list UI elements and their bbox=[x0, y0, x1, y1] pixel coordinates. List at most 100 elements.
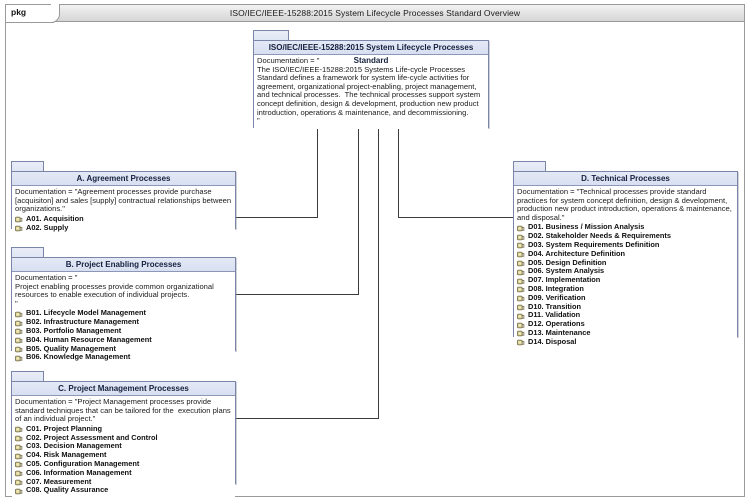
process-icon bbox=[517, 243, 525, 249]
connector-root-to-c-leg bbox=[236, 418, 379, 419]
list-item-label: D03. System Requirements Definition bbox=[528, 239, 660, 249]
list-item[interactable]: D04. Architecture Definition bbox=[517, 248, 735, 259]
list-item[interactable]: B06. Knowledge Management bbox=[15, 352, 233, 362]
package-root-content: Documentation = " The ISO/IEC/IEEE-15288… bbox=[254, 55, 488, 129]
list-item-label: D06. System Analysis bbox=[528, 266, 605, 276]
diagram-kind-label: pkg bbox=[11, 7, 27, 17]
list-item[interactable]: C02. Project Assessment and Control bbox=[15, 433, 233, 443]
process-icon bbox=[15, 444, 23, 450]
connector-root-to-a-leg bbox=[236, 217, 318, 218]
process-icon bbox=[15, 216, 23, 223]
process-icon bbox=[517, 339, 525, 346]
package-c-content: Documentation = "Project Management proc… bbox=[12, 396, 235, 498]
list-item[interactable]: D02. Stakeholder Needs & Requirements bbox=[517, 231, 735, 241]
process-icon bbox=[517, 322, 525, 328]
list-item[interactable]: C07. Measurement bbox=[15, 477, 233, 487]
list-item[interactable]: C06. Information Management bbox=[15, 468, 233, 478]
process-icon bbox=[15, 435, 23, 442]
list-item[interactable]: B05. Quality Management bbox=[15, 343, 233, 354]
list-item[interactable]: D06. System Analysis bbox=[517, 266, 735, 276]
list-item-label: B03. Portfolio Management bbox=[26, 325, 122, 335]
list-item[interactable]: D05. Design Definition bbox=[517, 257, 735, 268]
process-icon bbox=[517, 269, 525, 275]
package-c-documentation: Documentation = "Project Management proc… bbox=[15, 397, 233, 424]
list-item-label: D04. Architecture Definition bbox=[528, 248, 626, 258]
list-item[interactable]: D08. Integration bbox=[517, 283, 735, 294]
list-item-label: A02. Supply bbox=[26, 222, 69, 232]
list-item-label: C04. Risk Management bbox=[26, 450, 107, 460]
list-item[interactable]: A01. Acquisition bbox=[15, 214, 233, 224]
list-item[interactable]: C04. Risk Management bbox=[15, 450, 233, 460]
list-item[interactable]: C08. Quality Assurance bbox=[15, 485, 233, 495]
process-icon bbox=[517, 234, 525, 240]
package-a-content: Documentation = "Agreement processes pro… bbox=[12, 186, 235, 235]
connector-root-to-b-leg bbox=[236, 294, 359, 295]
list-item-label: D10. Transition bbox=[528, 301, 581, 311]
connector-root-to-b bbox=[358, 127, 359, 295]
package-a-documentation: Documentation = "Agreement processes pro… bbox=[15, 187, 234, 214]
package-b-body: B. Project Enabling Processes Documentat… bbox=[11, 257, 236, 365]
package-root-name: ISO/IEC/IEEE-15288:2015 System Lifecycle… bbox=[254, 41, 488, 65]
connector-root-to-a bbox=[317, 127, 318, 218]
package-b-documentation: Documentation = " Project enabling proce… bbox=[15, 273, 214, 308]
package-a-name: A. Agreement Processes bbox=[12, 172, 235, 186]
list-item[interactable]: D03. System Requirements Definition bbox=[517, 239, 735, 250]
diagram-title: ISO/IEC/IEEE-15288:2015 System Lifecycle… bbox=[229, 8, 521, 18]
list-item[interactable]: B04. Human Resource Management bbox=[15, 334, 233, 345]
process-icon bbox=[15, 311, 23, 317]
process-icon bbox=[517, 225, 525, 231]
list-item-label: B01. Lifecycle Model Management bbox=[26, 308, 146, 318]
list-item[interactable]: D09. Verification bbox=[517, 293, 735, 303]
process-icon bbox=[15, 346, 23, 353]
package-root-body: ISO/IEC/IEEE-15288:2015 System Lifecycle… bbox=[253, 40, 489, 129]
process-icon bbox=[517, 304, 525, 311]
connector-root-to-d-leg bbox=[398, 217, 515, 218]
list-item-label: D13. Maintenance bbox=[528, 327, 591, 337]
list-item[interactable]: D13. Maintenance bbox=[517, 327, 735, 338]
list-item-label: C03. Decision Management bbox=[26, 441, 122, 451]
list-item[interactable]: D07. Implementation bbox=[517, 275, 735, 285]
package-d-tab bbox=[513, 161, 546, 172]
package-root[interactable]: ISO/IEC/IEEE-15288:2015 System Lifecycle… bbox=[253, 30, 489, 129]
list-item[interactable]: A02. Supply bbox=[15, 222, 233, 233]
process-icon bbox=[517, 251, 525, 258]
package-d-name: D. Technical Processes bbox=[514, 172, 737, 186]
package-a-agreement-processes[interactable]: A. Agreement Processes Documentation = "… bbox=[11, 161, 236, 235]
connector-root-to-d bbox=[398, 127, 399, 218]
package-c-project-management-processes[interactable]: C. Project Management Processes Document… bbox=[11, 371, 236, 498]
list-item-label: D12. Operations bbox=[528, 319, 585, 329]
diagram-frame-tab: pkg bbox=[6, 4, 60, 23]
list-item[interactable]: B02. Infrastructure Management bbox=[15, 317, 233, 327]
package-d-technical-processes[interactable]: D. Technical Processes Documentation = "… bbox=[513, 161, 738, 349]
package-b-tab bbox=[11, 247, 44, 258]
process-icon bbox=[15, 470, 23, 477]
process-icon bbox=[15, 355, 23, 361]
process-icon bbox=[15, 426, 23, 433]
list-item[interactable]: C03. Decision Management bbox=[15, 441, 233, 451]
package-root-tab bbox=[253, 30, 289, 41]
list-item[interactable]: D12. Operations bbox=[517, 319, 735, 329]
list-item[interactable]: D01. Business / Mission Analysis bbox=[517, 222, 735, 232]
list-item-label: B05. Quality Management bbox=[26, 343, 116, 353]
list-item[interactable]: C01. Project Planning bbox=[15, 424, 233, 434]
list-item[interactable]: D14. Disposal bbox=[517, 337, 735, 347]
package-b-project-enabling-processes[interactable]: B. Project Enabling Processes Documentat… bbox=[11, 247, 236, 365]
package-d-body: D. Technical Processes Documentation = "… bbox=[513, 171, 738, 349]
list-item[interactable]: D11. Validation bbox=[517, 310, 735, 320]
package-c-body: C. Project Management Processes Document… bbox=[11, 381, 236, 498]
list-item-label: D08. Integration bbox=[528, 283, 584, 293]
list-item[interactable]: D10. Transition bbox=[517, 301, 735, 312]
process-icon bbox=[15, 479, 23, 486]
list-item-label: B04. Human Resource Management bbox=[26, 334, 152, 344]
package-root-documentation: Documentation = " The ISO/IEC/IEEE-15288… bbox=[257, 56, 481, 126]
list-item[interactable]: B01. Lifecycle Model Management bbox=[15, 308, 233, 318]
package-c-name: C. Project Management Processes bbox=[12, 382, 235, 396]
process-icon bbox=[517, 287, 525, 293]
process-icon bbox=[517, 331, 525, 337]
list-item[interactable]: B03. Portfolio Management bbox=[15, 325, 233, 336]
package-d-content: Documentation = "Technical processes pro… bbox=[514, 186, 737, 349]
list-item[interactable]: C05. Configuration Management bbox=[15, 459, 233, 469]
list-item-label: D05. Design Definition bbox=[528, 257, 607, 267]
connector-root-to-c bbox=[378, 127, 379, 419]
